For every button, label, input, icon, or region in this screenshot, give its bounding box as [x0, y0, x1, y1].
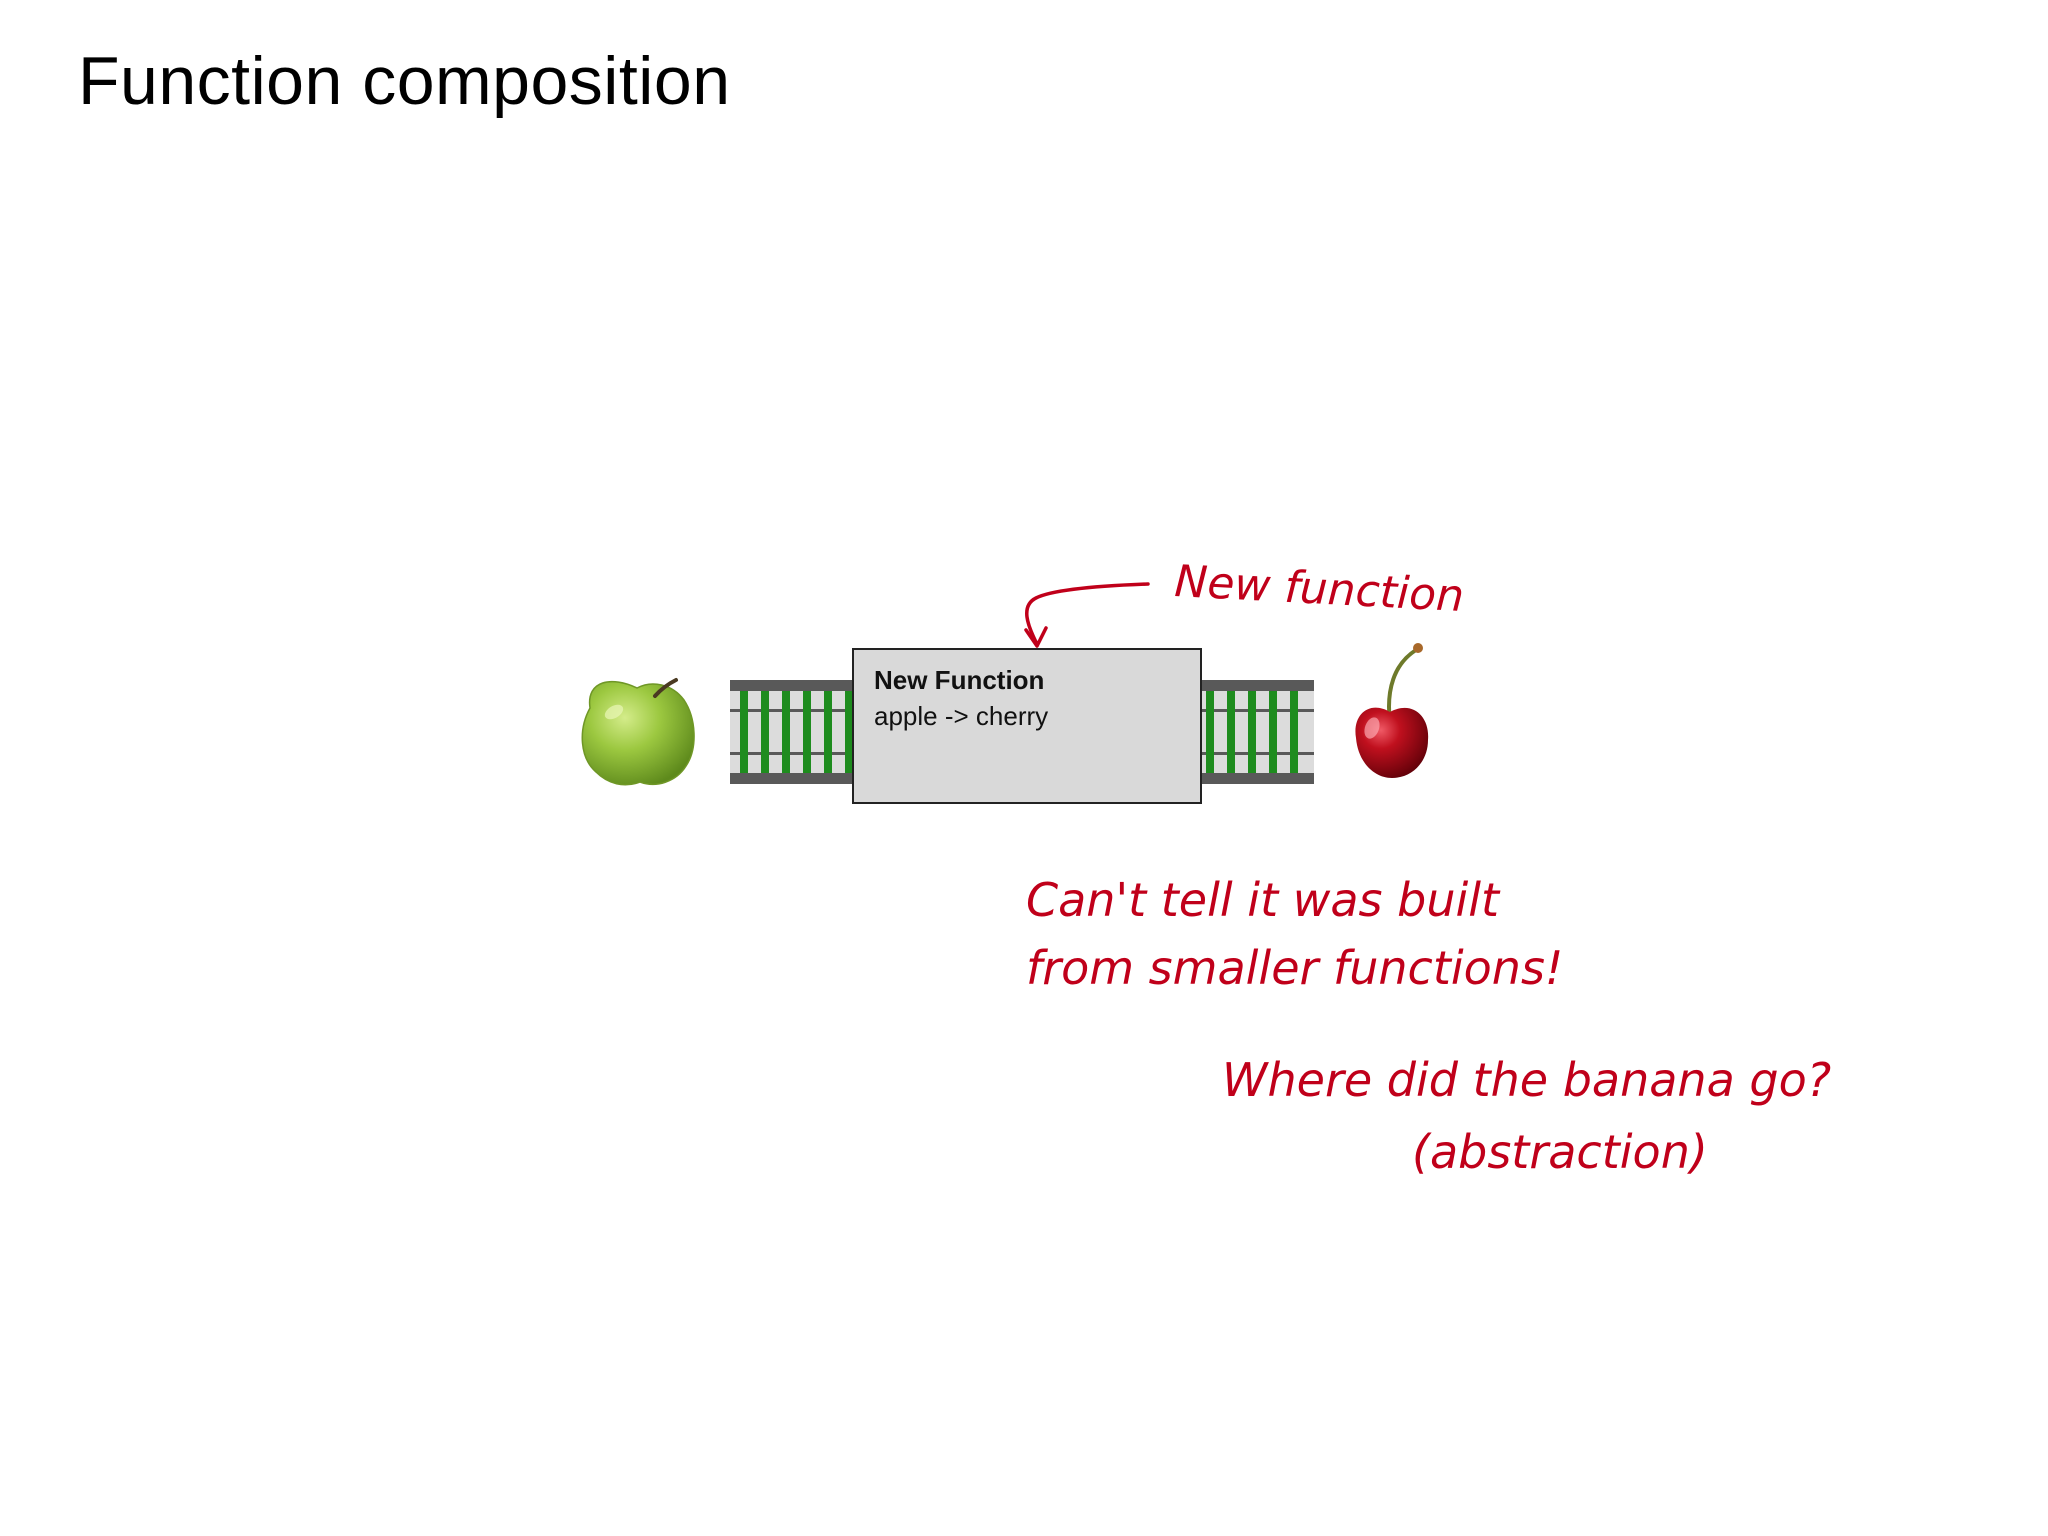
banana-line-2: (abstraction) [1412, 1125, 1708, 1179]
output-track [1200, 680, 1314, 784]
cant-tell-line-1: Can't tell it was built [1026, 873, 1500, 927]
banana-annotation: Where did the banana go? (abstraction) [1222, 1044, 1831, 1188]
cant-tell-line-2: from smaller functions! [1026, 941, 1564, 995]
cant-tell-annotation: Can't tell it was built from smaller fun… [1026, 866, 1563, 1002]
input-track [730, 680, 854, 784]
cherry-icon [1355, 643, 1429, 778]
function-signature: apple -> cherry [874, 701, 1049, 731]
new-function-box: New Function apple -> cherry [852, 648, 1202, 804]
function-name: New Function [874, 665, 1045, 695]
new-function-arrow [1024, 582, 1150, 648]
banana-line-1: Where did the banana go? [1222, 1053, 1832, 1107]
apple-icon [581, 678, 695, 786]
slide-title: Function composition [78, 43, 731, 119]
